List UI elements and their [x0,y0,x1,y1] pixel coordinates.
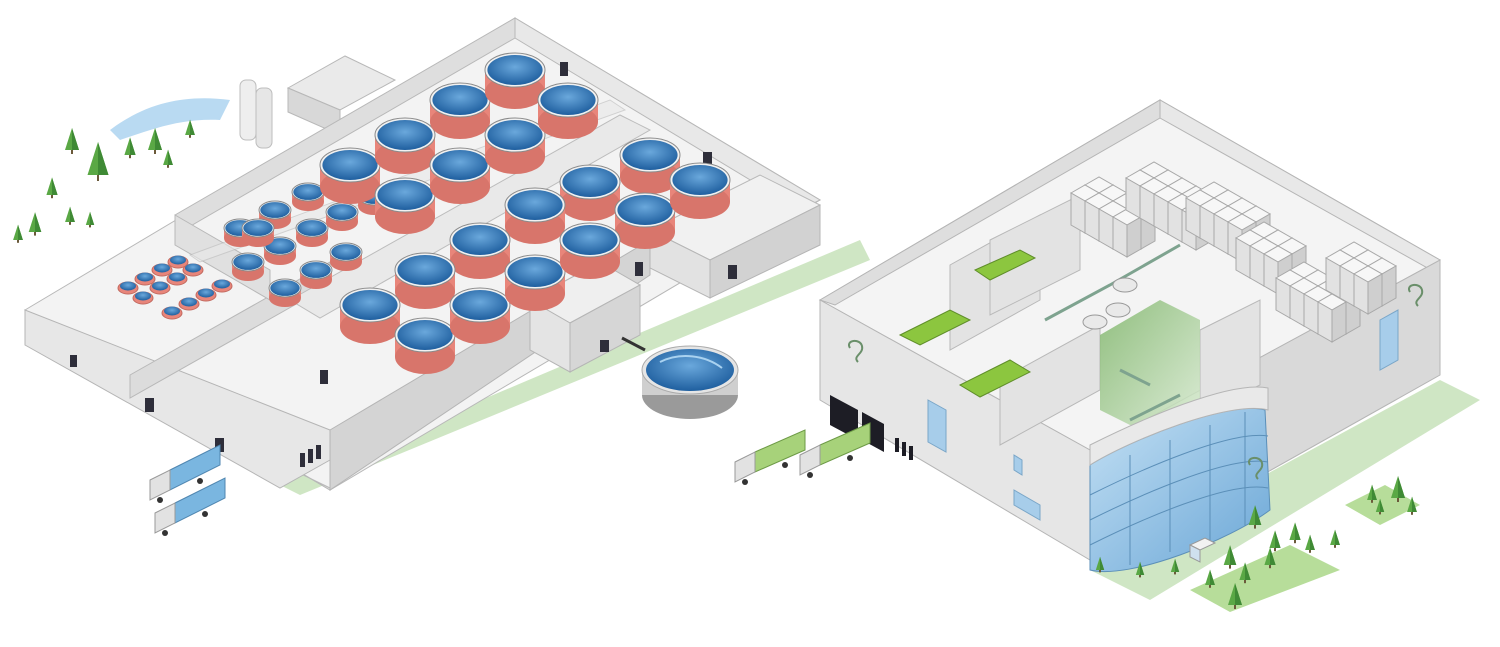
fish-tank [268,278,302,307]
large-tanks [319,52,731,374]
fish-tank [449,287,511,344]
storage-racks [1069,161,1398,343]
lawn-patch [1345,485,1420,525]
tree-icon [148,128,162,154]
silos [239,79,273,149]
tree-icon [1375,498,1385,515]
tree-icon [1367,484,1377,503]
process-tanks [1082,277,1138,330]
glass-office [1089,386,1271,572]
lawn-patch [1190,545,1340,612]
tree-icon [46,177,58,199]
tree-icon [1269,530,1281,552]
tree-icon [65,206,75,225]
fish-tank [619,137,681,194]
tree-icon [1095,556,1105,573]
tree-icon [1391,476,1405,502]
fish-tank [329,242,363,271]
tree-icon [1305,534,1315,553]
tree-icon [85,211,95,228]
tree-icon [185,119,195,138]
fish-tank [299,260,333,289]
fish-farm-building [24,17,870,536]
swirl-logo-icon [848,284,1424,480]
rack-unit [1352,265,1384,315]
conveyors [1044,243,1181,422]
fish-tank [319,147,381,204]
tree-icon [1264,547,1276,569]
fish-tank [537,82,599,139]
fish-tank [504,187,566,244]
tree-icon [124,137,136,159]
round-pond [621,336,739,419]
processing-building [734,99,1480,612]
fish-tank [291,182,325,211]
fish-tank [484,117,546,174]
fish-tank [559,164,621,221]
tree-icon [1407,496,1417,515]
seedling-beds [898,249,1037,398]
tree-icon [65,128,79,154]
tree-icon [163,149,173,168]
rack-unit [1316,293,1348,343]
tree-icon [1228,583,1242,609]
tree-icon [1248,505,1262,529]
trees-right [1095,476,1417,609]
fish-tank [559,222,621,279]
fish-tank [394,252,456,309]
fish-tank [241,218,275,247]
fish-tank [374,177,436,234]
interior-walls [949,194,1261,446]
windows [927,309,1399,521]
kiosk [1188,537,1217,563]
tree-icon [1135,561,1145,578]
tree-icon [87,142,109,181]
fish-tank [484,52,546,109]
tree-icon [1289,522,1301,544]
tree-icon [28,212,42,236]
lake [110,98,230,140]
blue-trucks [149,444,226,536]
fish-tank [504,254,566,311]
fish-tank [614,192,676,249]
fish-tank [374,117,436,174]
fish-tank [231,252,265,281]
fish-tank [325,202,359,231]
tree-icon [1330,529,1340,548]
tree-icon [1239,562,1251,584]
tree-icon [13,224,23,243]
tree-icon [1223,545,1237,569]
medium-tanks [223,166,391,307]
fish-tank [339,287,401,344]
fish-tank [429,147,491,204]
fish-tank [429,82,491,139]
tree-icon [1205,569,1215,588]
trees-left [13,119,195,243]
fish-tank [295,218,329,247]
small-tanks [117,255,233,320]
green-trucks [734,422,871,485]
tree-icon [1170,558,1180,575]
fish-tank [669,162,731,219]
fish-tank [449,222,511,279]
fish-tank [394,317,456,374]
